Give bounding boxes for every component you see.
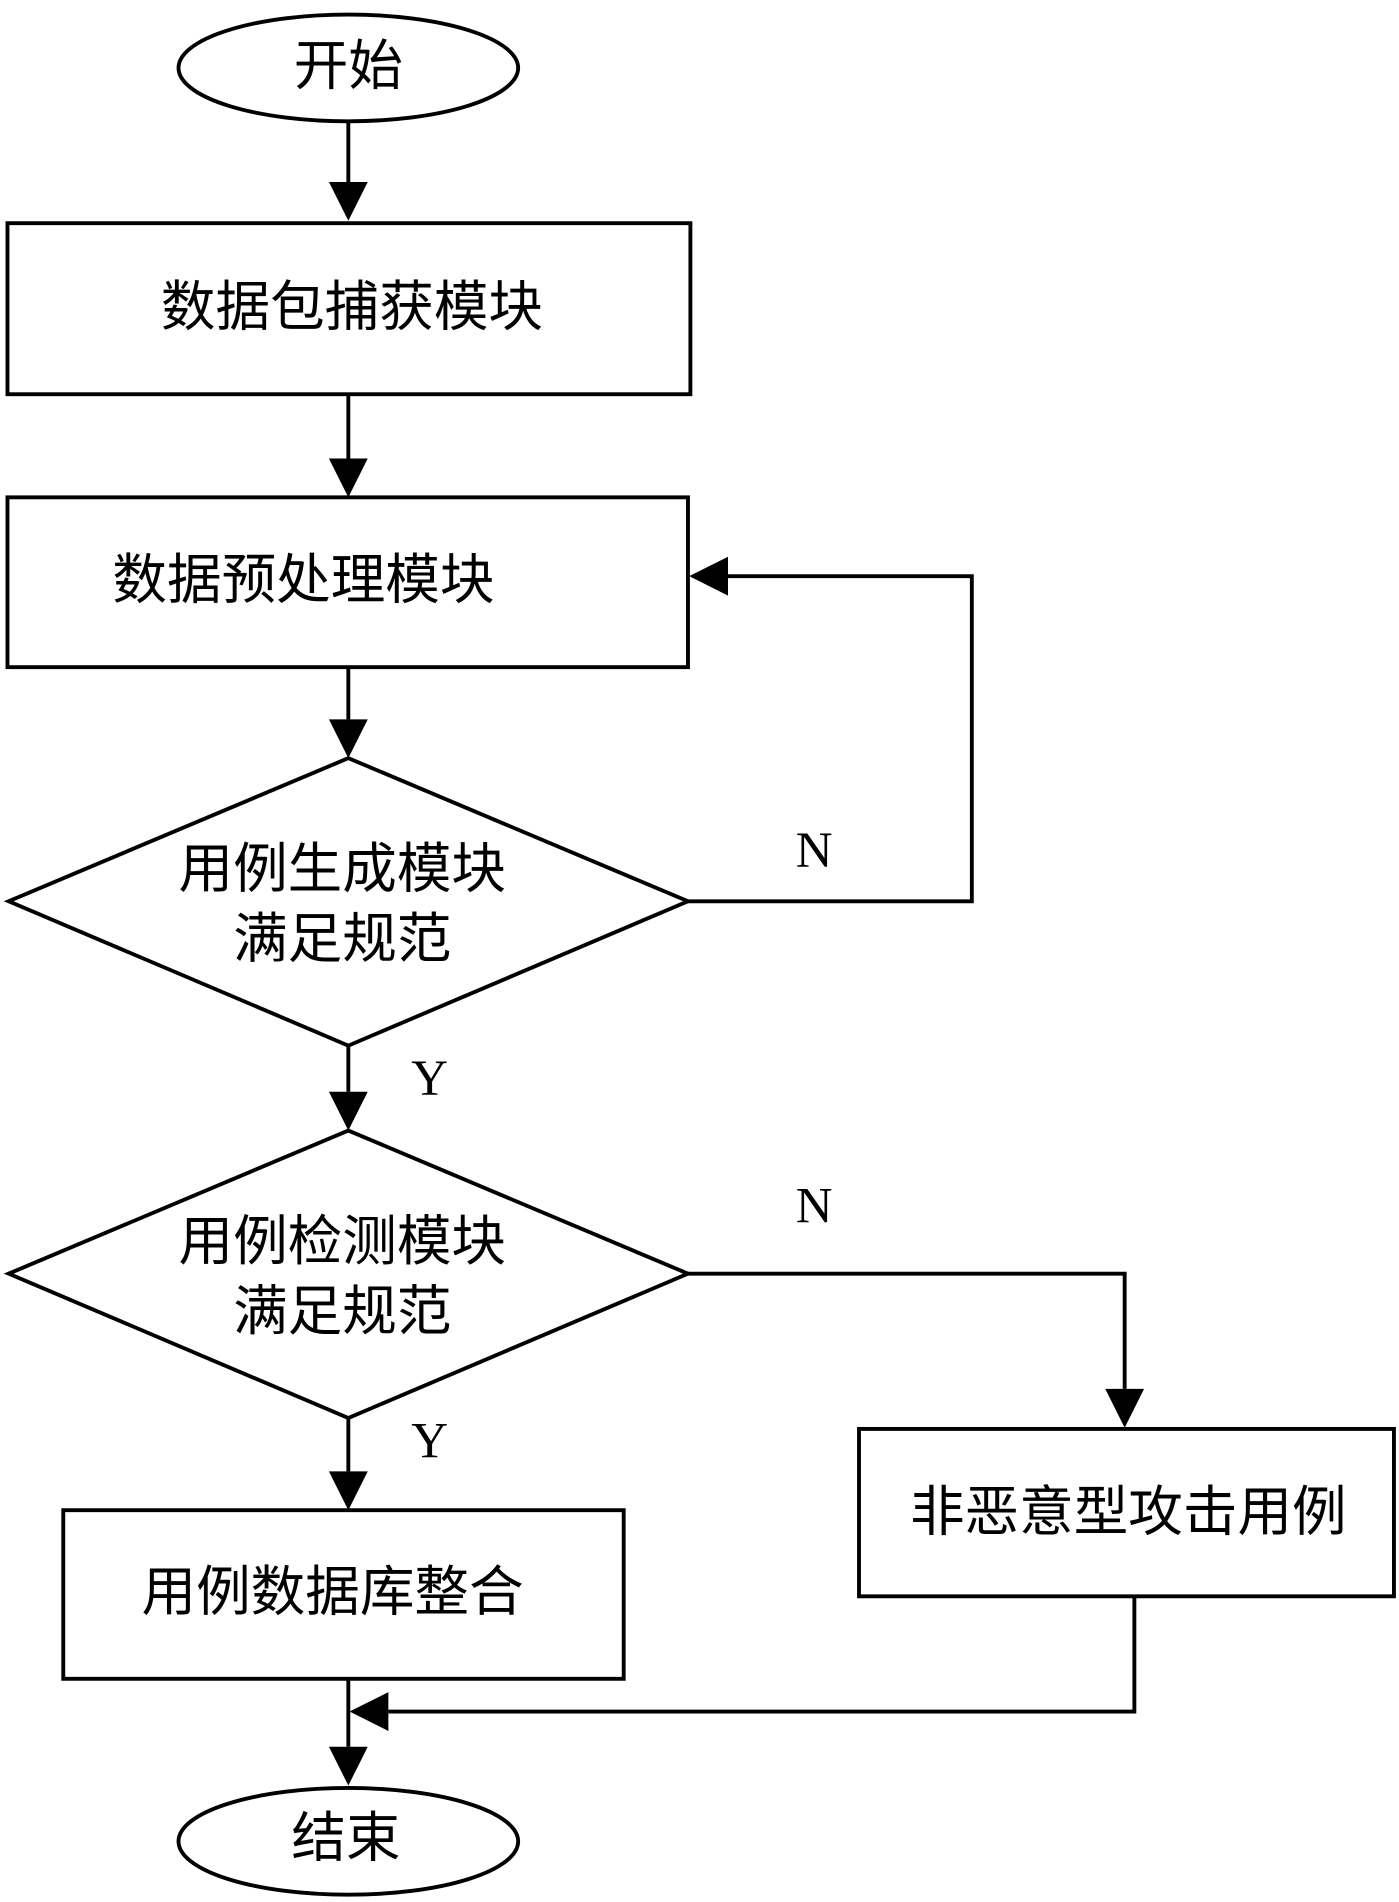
arrowhead-generate: [328, 719, 368, 759]
arrowhead-non-malicious: [1105, 1388, 1145, 1428]
detect-yes-label: Y: [411, 1414, 448, 1470]
generate-decision-label-line1: 用例生成模块: [179, 836, 506, 900]
detect-decision-label-line2: 满足规范: [233, 1279, 451, 1343]
non-malicious-merge-connector: [388, 1596, 1137, 1714]
arrowhead-merge: [349, 1692, 389, 1731]
arrowhead-capture: [328, 181, 368, 221]
non-malicious-box: [857, 1426, 1396, 1599]
generate-yes-label: Y: [411, 1051, 448, 1107]
preprocess-module-label: 数据预处理模块: [112, 548, 494, 612]
arrowhead-loop-preprocess: [689, 556, 729, 596]
generate-decision-diamond: [3, 756, 693, 1048]
arrowhead-detect: [328, 1091, 368, 1131]
non-malicious-label: 非恶意型攻击用例: [910, 1479, 1347, 1543]
detect-decision-label-line1: 用例检测模块: [179, 1209, 506, 1273]
arrowhead-end: [328, 1746, 368, 1786]
arrowhead-preprocess: [328, 458, 368, 498]
end-terminal: [176, 1786, 521, 1897]
capture-module-box: [5, 221, 693, 397]
start-label: 开始: [294, 33, 403, 97]
generate-no-label: N: [796, 823, 833, 879]
detect-no-label: N: [796, 1178, 833, 1234]
generate-no-loop: [687, 574, 974, 904]
database-label: 用例数据库整合: [142, 1559, 524, 1623]
capture-module-label: 数据包捕获模块: [161, 275, 543, 339]
end-label: 结束: [291, 1806, 400, 1870]
detect-no-connector: [687, 1271, 1127, 1389]
detect-decision-diamond: [3, 1128, 693, 1421]
arrowhead-database: [328, 1471, 368, 1511]
generate-decision-label-line2: 满足规范: [233, 907, 451, 971]
database-box: [61, 1508, 626, 1681]
